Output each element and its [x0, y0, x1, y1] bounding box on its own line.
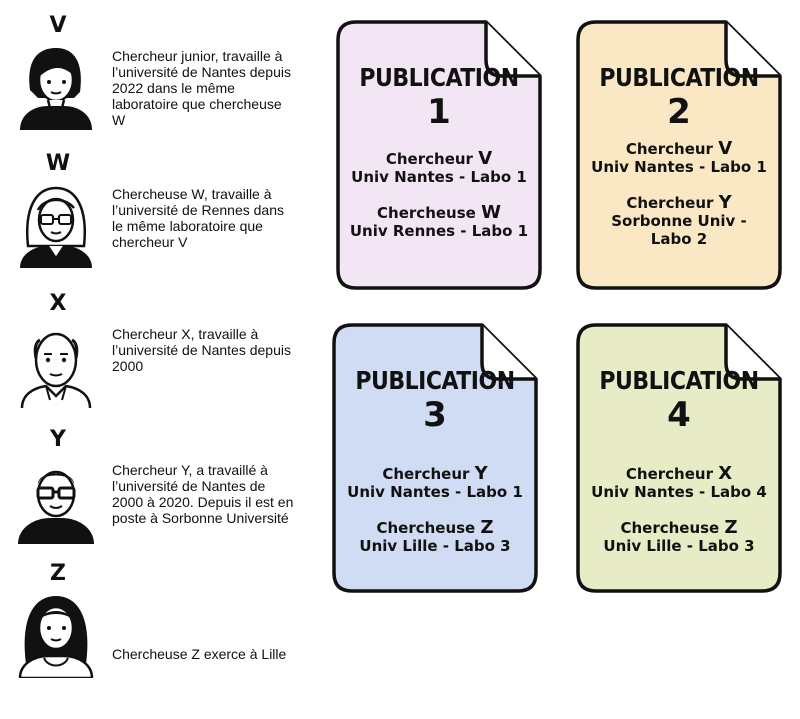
researcher-description: Chercheur Y, a travaillé à l’université … [112, 462, 294, 526]
researcher-w: W Chercheuse W, travaille à l’université… [12, 152, 312, 292]
researcher-w-avatar-icon [20, 186, 92, 268]
researcher-description: Chercheur X, travaille à l’université de… [112, 326, 291, 374]
researcher-description: Chercheuse W, travaille à l’université d… [112, 186, 284, 250]
researcher-letter: V [49, 13, 67, 38]
publication-number: 3 [423, 395, 447, 435]
publication-author: Chercheuse Z Univ Lille - Labo 3 [603, 517, 755, 556]
publication-author: Chercheuse W Univ Rennes - Labo 1 [349, 202, 529, 241]
researcher-letter: Z [50, 561, 66, 586]
publication-card-2: PUBLICATION 2 Chercheur V Univ Nantes - … [576, 20, 782, 290]
researcher-description: Chercheur junior, travaille à l’universi… [112, 48, 291, 128]
publication-card-4: PUBLICATION 4 Chercheur X Univ Nantes - … [576, 323, 782, 593]
publication-title: PUBLICATION [599, 367, 759, 396]
publication-author: Chercheur Y Sorbonne Univ - Labo 2 [611, 192, 747, 249]
researcher-y: Y Chercheur Y, a travaillé à l’universit… [12, 428, 312, 568]
publication-title: PUBLICATION [359, 64, 519, 93]
researcher-x-avatar-icon [20, 332, 92, 408]
document-icon [576, 323, 782, 593]
publication-card-3: PUBLICATION 3 Chercheur Y Univ Nantes - … [332, 323, 538, 593]
publication-card-1: PUBLICATION 1 Chercheur V Univ Nantes - … [336, 20, 542, 290]
publication-title: PUBLICATION [355, 367, 515, 396]
researcher-y-avatar-icon [18, 470, 94, 544]
researcher-v-avatar-icon [20, 48, 92, 130]
researcher-v: V Chercheur junior, travaille à l’univer… [12, 14, 312, 154]
publication-title: PUBLICATION [599, 64, 759, 93]
publication-author: Chercheur Y Univ Nantes - Labo 1 [347, 463, 523, 502]
researcher-letter: W [45, 151, 71, 176]
researcher-z-avatar-icon [18, 596, 94, 678]
researcher-description: Chercheuse Z exerce à Lille [112, 646, 287, 662]
publication-number: 4 [667, 395, 691, 435]
publication-number: 2 [667, 92, 691, 132]
document-icon [332, 323, 538, 593]
publication-author: Chercheur V Univ Nantes - Labo 1 [351, 148, 527, 187]
researcher-letter: Y [50, 427, 66, 452]
researcher-letter: X [49, 291, 67, 316]
publication-author: Chercheur V Univ Nantes - Labo 1 [591, 138, 767, 177]
publication-author: Chercheur X Univ Nantes - Labo 4 [591, 463, 767, 502]
document-icon [576, 20, 782, 290]
document-icon [336, 20, 542, 290]
researcher-x: X Chercheur X, travaille à l’université … [12, 292, 312, 432]
publication-author: Chercheuse Z Univ Lille - Labo 3 [359, 517, 511, 556]
researcher-z: Z Chercheuse Z exerce à Lille [12, 562, 312, 702]
publication-number: 1 [427, 92, 451, 132]
